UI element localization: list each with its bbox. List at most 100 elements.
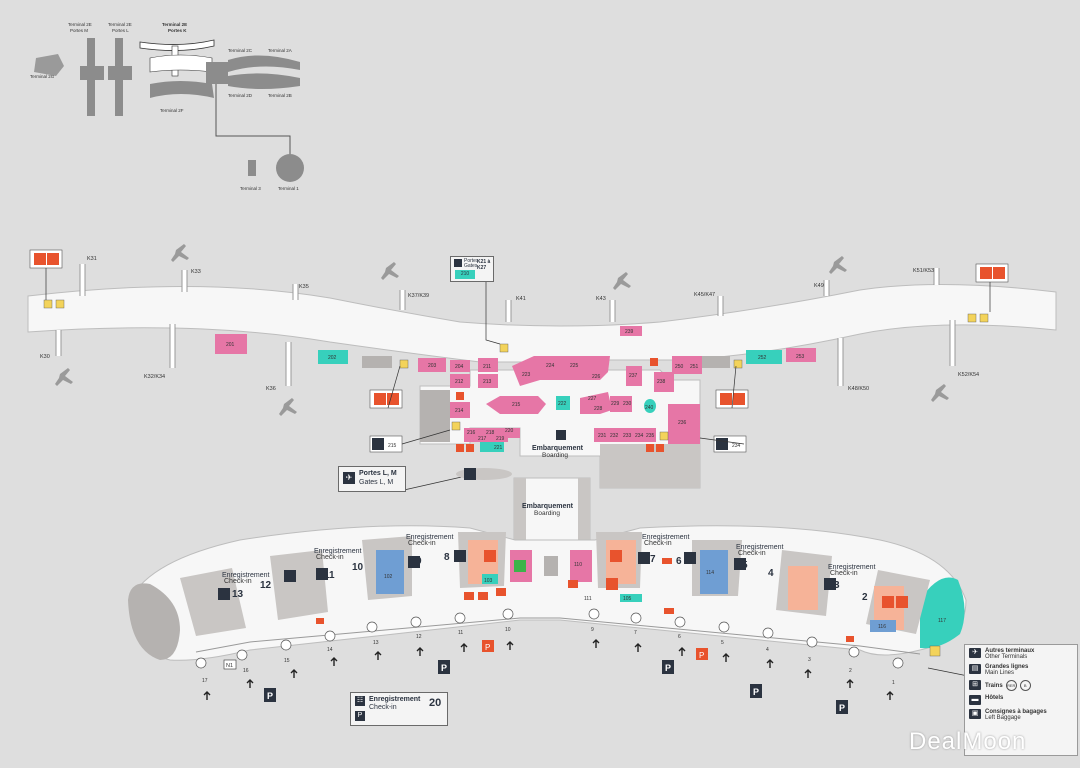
line-b-badge: B <box>1019 680 1031 691</box>
overview-label: Portes L <box>112 28 129 33</box>
svg-text:P: P <box>699 651 704 660</box>
legend-label-en: Other Terminals <box>985 654 1028 660</box>
gates-lm-box: ✈ Portes L, M Gates L, M <box>338 466 406 492</box>
door-number: 2 <box>849 668 852 674</box>
hotel-icon: ▬ <box>969 695 981 705</box>
checkin-20-line2: Check-in <box>369 704 397 711</box>
rer-badge: RER <box>1005 680 1017 691</box>
walkway-icon <box>464 468 476 480</box>
checkin-title: Enregistrement <box>222 572 270 579</box>
luggage-icon: ▣ <box>969 709 981 719</box>
checkin-number: 2 <box>862 592 868 603</box>
door-number: 7 <box>634 630 637 636</box>
overview-label: Terminal 2A <box>268 48 292 53</box>
shop-number: 232 <box>610 433 619 439</box>
legend-label: Trains <box>985 683 1003 690</box>
gate-label: K31 <box>87 256 97 262</box>
shop-number: 215 <box>512 402 521 408</box>
overview-label: Terminal 2E <box>68 22 92 27</box>
parking-icon: P <box>355 711 365 721</box>
shop-number: 220 <box>505 428 514 434</box>
gate-label: K41 <box>516 296 526 302</box>
ref-215: 215 <box>388 443 397 449</box>
checkin-title: Check-in <box>316 554 344 561</box>
gates-lm-line1: Portes L, M <box>359 470 397 477</box>
checkin-title: Enregistrement <box>828 564 876 571</box>
door-number: 16 <box>243 668 249 674</box>
overview-label: Portes M <box>70 28 88 33</box>
shop-number: 114 <box>706 570 714 576</box>
shop-number: 111 <box>584 596 592 602</box>
door-number: 14 <box>327 647 333 653</box>
checkin-title: Enregistrement <box>736 544 784 551</box>
shop-number: 102 <box>384 574 393 580</box>
shop-number: 237 <box>629 373 638 379</box>
k-box-line2: Gates <box>464 263 478 269</box>
legend-hotels: ▬ Hôtels <box>969 695 1073 705</box>
door-number: 10 <box>505 627 511 633</box>
train-icon: ▤ <box>969 664 981 674</box>
shop-number: 202 <box>328 355 337 361</box>
checkin-title: Check-in <box>738 550 766 557</box>
shop-number: 213 <box>483 379 492 385</box>
checkin-title: Check-in <box>830 570 858 577</box>
legend-label: Hôtels <box>985 695 1004 701</box>
overview-label: Terminal 2F <box>160 108 184 113</box>
svg-text:P: P <box>665 663 671 673</box>
legend-label: Autres terminaux <box>985 648 1035 654</box>
svg-text:P: P <box>485 643 490 652</box>
shop-number: 103 <box>484 578 493 584</box>
shop-number: 224 <box>546 363 555 369</box>
shop-number: 228 <box>594 406 603 412</box>
terminal-overview: Terminal 2E Portes M Terminal 2E Portes … <box>30 22 304 191</box>
gate-label: K49 <box>814 283 824 289</box>
gate-label: K51/K53 <box>913 268 934 274</box>
shop-number: 231 <box>598 433 607 439</box>
shop-number: 116 <box>878 624 886 630</box>
door-number: 11 <box>458 630 463 636</box>
checkin-number: 7 <box>650 554 656 565</box>
rail-icon: ⊞ <box>969 680 981 690</box>
shop-number: 105 <box>623 596 632 602</box>
door-number: 5 <box>721 640 724 646</box>
k-box-line1: Portes <box>464 258 479 264</box>
overview-label: Terminal 3 <box>240 186 261 191</box>
checkin-number: 6 <box>676 556 682 567</box>
shop-number: 234 <box>635 433 644 439</box>
service-icons <box>29 249 1009 453</box>
svg-text:P: P <box>267 691 273 701</box>
shop-number: 229 <box>611 401 620 407</box>
overview-label: Terminal 2B <box>268 93 292 98</box>
checkin-20-number: 20 <box>429 697 442 709</box>
shop-number: 203 <box>428 363 437 369</box>
overview-label: Terminal 2C <box>228 48 253 53</box>
boarding-label: Boarding <box>542 452 568 459</box>
svg-text:P: P <box>441 663 447 673</box>
shop-number: 235 <box>646 433 655 439</box>
shop-number: 222 <box>558 401 567 407</box>
shop-number: 225 <box>570 363 579 369</box>
gate-label: K48/K50 <box>848 386 869 392</box>
k-box-ref: K21 à K27 <box>477 259 491 271</box>
callout-lines <box>45 268 991 677</box>
boarding-label: Boarding <box>534 510 560 517</box>
checkin-number: 3 <box>834 580 840 591</box>
n1-label: N1 <box>226 663 233 669</box>
checkin-title: Check-in <box>224 578 252 585</box>
checkin-number: 12 <box>260 580 272 591</box>
shop-number: 233 <box>623 433 632 439</box>
boarding-labels: Embarquement Boarding Embarquement Board… <box>522 445 584 517</box>
boarding-label: Embarquement <box>532 445 584 452</box>
gate-label: K35 <box>299 284 309 290</box>
shop-number: 212 <box>455 379 464 385</box>
checkin-title: Enregistrement <box>406 534 454 541</box>
checkin-20-line1: Enregistrement <box>369 696 421 703</box>
lower-service-icons <box>218 550 941 657</box>
shop-number: 239 <box>625 329 634 335</box>
